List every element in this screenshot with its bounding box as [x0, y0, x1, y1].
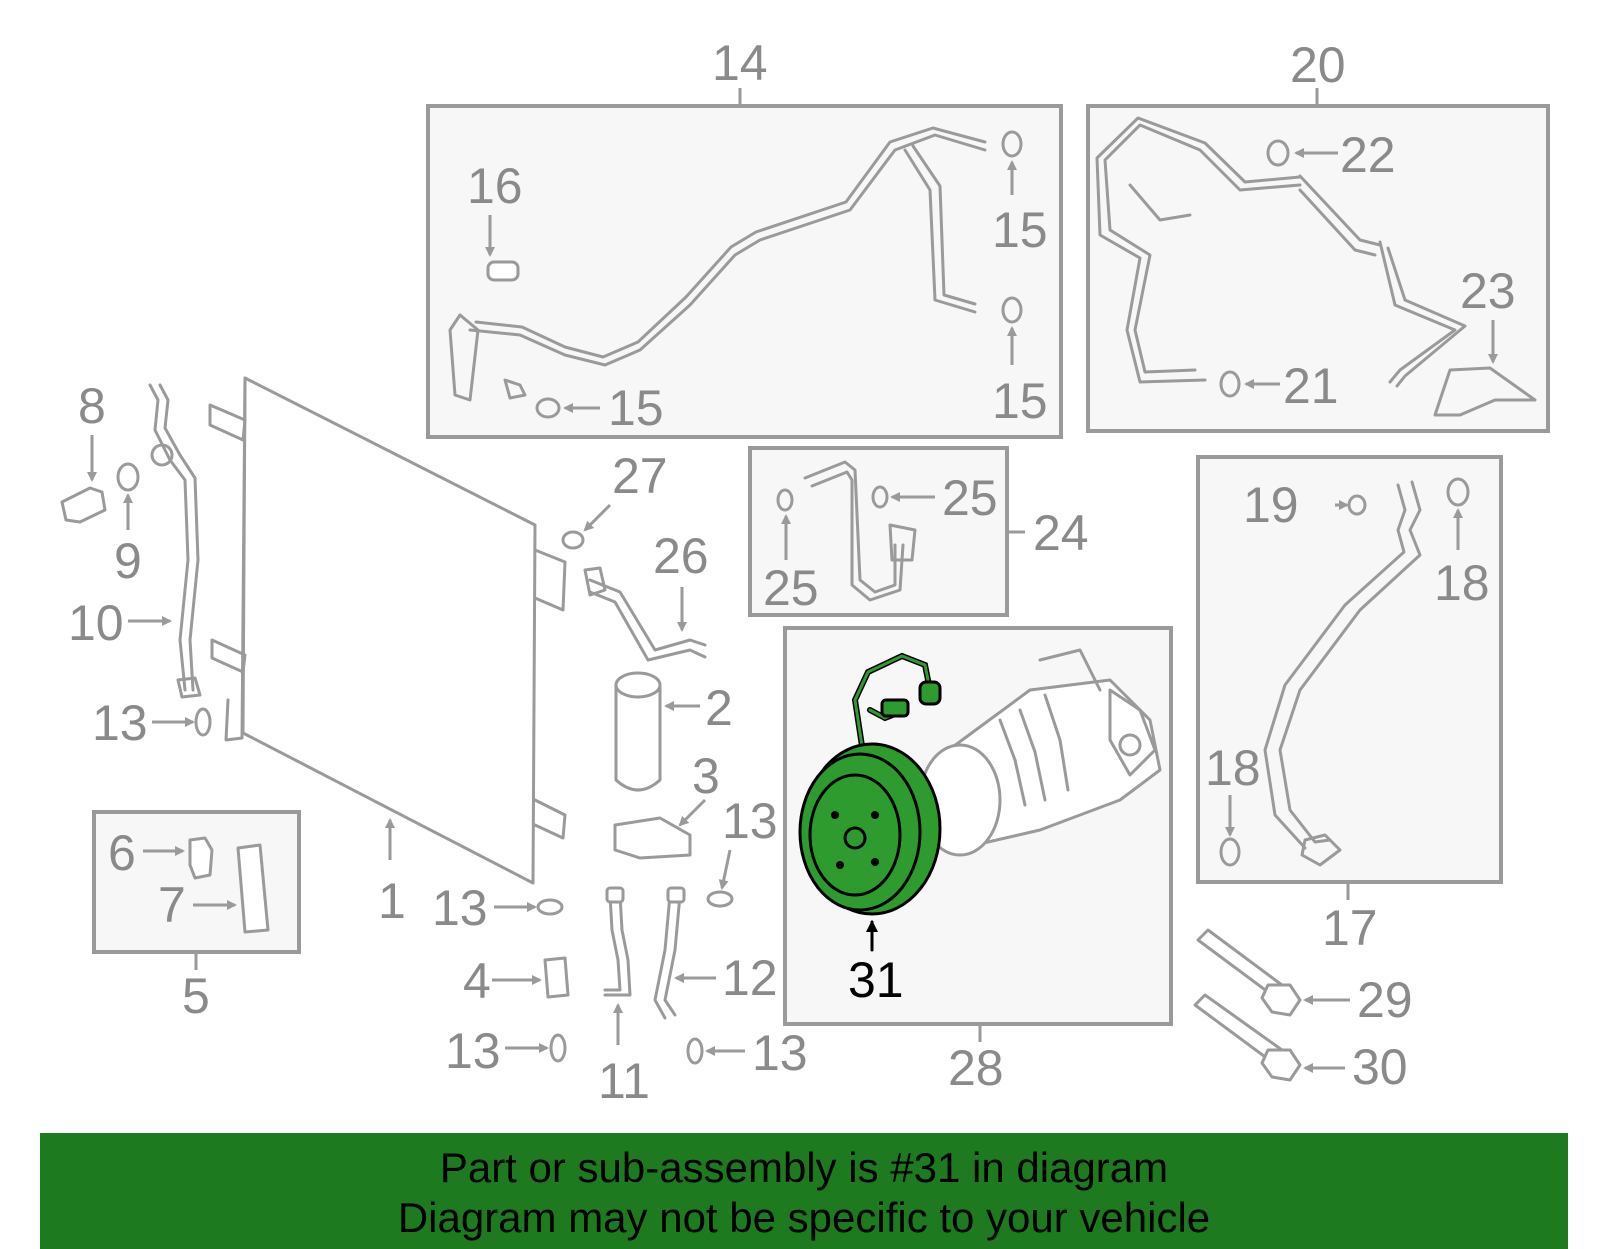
- label-30: 30: [1352, 1039, 1408, 1095]
- label-25a: 25: [942, 470, 998, 526]
- label-3: 3: [692, 748, 720, 804]
- label-27: 27: [612, 448, 668, 504]
- label-21: 21: [1283, 358, 1339, 414]
- label-4: 4: [463, 953, 491, 1009]
- label-13c: 13: [722, 793, 778, 849]
- label-10: 10: [68, 595, 124, 651]
- label-15c: 15: [608, 380, 664, 436]
- label-15b: 15: [992, 373, 1048, 429]
- group-24-box: [748, 446, 1025, 617]
- label-13d: 13: [445, 1023, 501, 1079]
- label-13e: 13: [752, 1025, 808, 1081]
- info-banner: Part or sub-assembly is #31 in diagram D…: [40, 1133, 1568, 1249]
- label-15a: 15: [992, 202, 1048, 258]
- parts-8-9-10: [60, 383, 202, 699]
- label-13a: 13: [92, 695, 148, 751]
- label-16: 16: [467, 158, 523, 214]
- part-2-drier: [614, 671, 700, 792]
- group-28-box: [783, 626, 1173, 1042]
- label-2: 2: [705, 680, 733, 736]
- label-20: 20: [1290, 37, 1346, 93]
- part-1-condenser: [208, 376, 567, 885]
- part-31-clutch: [798, 652, 942, 916]
- label-22: 22: [1340, 127, 1396, 183]
- part-4-block: [492, 956, 570, 999]
- label-5: 5: [182, 968, 210, 1024]
- group-20-box: [1086, 88, 1550, 433]
- label-17: 17: [1322, 900, 1378, 956]
- label-26: 26: [653, 528, 709, 584]
- label-12: 12: [722, 950, 778, 1006]
- label-31: 31: [848, 952, 904, 1008]
- banner-line-1: Part or sub-assembly is #31 in diagram: [439, 1144, 1169, 1191]
- label-7: 7: [158, 877, 186, 933]
- label-14: 14: [712, 35, 768, 91]
- callout-labels: 1 2 3 4 5 6 7 8 9 10 11 12 13 13 13 13 1…: [68, 35, 1516, 1109]
- label-24: 24: [1033, 505, 1089, 561]
- label-8: 8: [78, 378, 106, 434]
- banner-line-2: Diagram may not be specific to your vehi…: [397, 1194, 1211, 1241]
- label-1: 1: [378, 873, 406, 929]
- group-5-box: [92, 810, 301, 970]
- group-17-box: [1196, 455, 1503, 900]
- bolts-29-30: [1193, 928, 1350, 1082]
- label-18a: 18: [1434, 555, 1490, 611]
- label-25b: 25: [763, 560, 819, 616]
- label-29: 29: [1357, 972, 1413, 1028]
- o-rings-13: [152, 707, 745, 1065]
- group-14-box: [426, 88, 1063, 439]
- label-28: 28: [948, 1040, 1004, 1096]
- part-3-bracket: [613, 798, 707, 860]
- label-19: 19: [1243, 477, 1299, 533]
- label-18b: 18: [1205, 740, 1261, 796]
- parts-11-12-pipes: [603, 886, 716, 1045]
- part-27-oring: [561, 503, 612, 550]
- label-11: 11: [598, 1053, 650, 1109]
- part-26-pipe: [583, 566, 707, 662]
- label-23: 23: [1460, 263, 1516, 319]
- label-9: 9: [114, 533, 142, 589]
- label-6: 6: [108, 825, 136, 881]
- label-13b: 13: [432, 880, 488, 936]
